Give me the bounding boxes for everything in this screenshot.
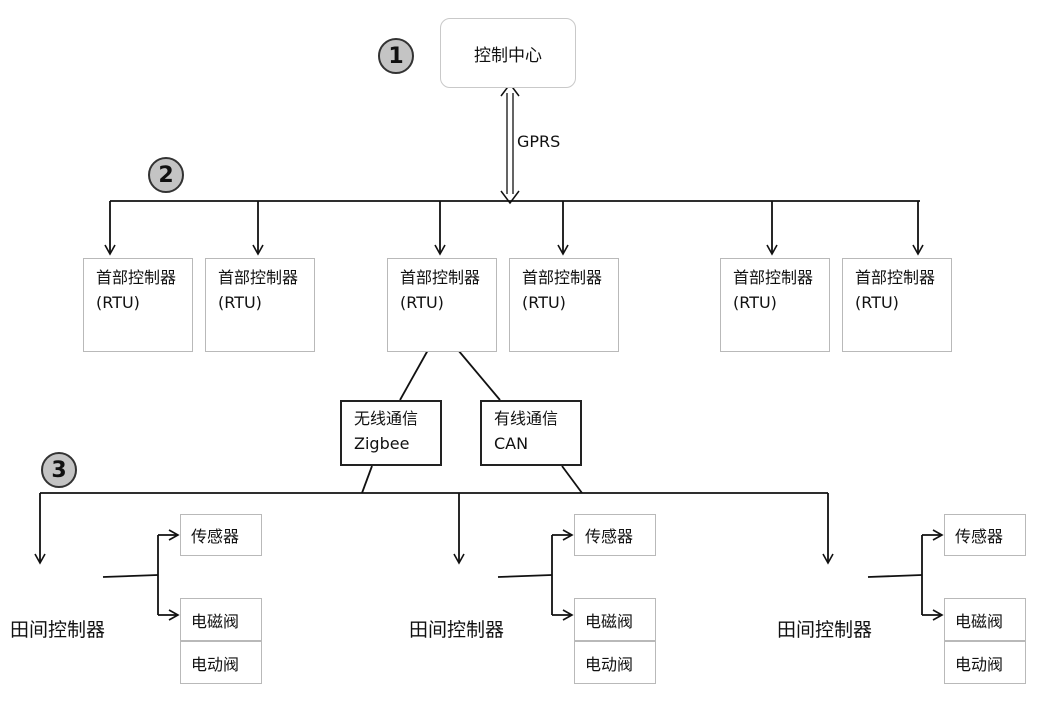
gprs-label: GPRS: [517, 132, 561, 151]
electric-valve-box: 电动阀: [944, 641, 1026, 684]
level-marker-1: 1: [378, 38, 414, 74]
rtu-title: 首部控制器: [855, 268, 936, 287]
rtu-subtitle: (RTU): [218, 293, 262, 312]
control-center-box: 控制中心: [440, 18, 576, 88]
wireless-comm-box: 无线通信 Zigbee: [340, 400, 442, 466]
rtu-box: 首部控制器 (RTU): [205, 258, 315, 352]
rtu-subtitle: (RTU): [96, 293, 140, 312]
wired-to-bus-line: [561, 465, 583, 494]
rtu-box: 首部控制器 (RTU): [387, 258, 497, 352]
field-controller-label: 田间控制器: [409, 619, 505, 641]
rtu-box: 首部控制器 (RTU): [842, 258, 952, 352]
sensor-label: 传感器: [191, 527, 240, 546]
solenoid-valve-label: 电磁阀: [191, 611, 240, 631]
rtu-subtitle: (RTU): [522, 293, 566, 312]
electric-valve-label: 电动阀: [585, 654, 634, 674]
field-controller-label: 田间控制器: [10, 619, 106, 641]
wireless-to-bus-line: [361, 465, 373, 494]
electric-valve-label: 电动阀: [955, 654, 1004, 674]
field-branch-2: [497, 529, 574, 621]
sensor-box: 传感器: [944, 514, 1026, 556]
sensor-label: 传感器: [585, 527, 634, 546]
rtu-title: 首部控制器: [96, 268, 177, 287]
solenoid-valve-box: 电磁阀: [944, 598, 1026, 641]
rtu-title: 首部控制器: [218, 268, 299, 287]
field-branch-3: [867, 529, 944, 621]
sensor-box: 传感器: [574, 514, 656, 556]
solenoid-valve-label: 电磁阀: [585, 611, 634, 631]
rtu-box: 首部控制器 (RTU): [83, 258, 193, 352]
rtu-box: 首部控制器 (RTU): [720, 258, 830, 352]
rtu-subtitle: (RTU): [400, 293, 444, 312]
control-center-label: 控制中心: [474, 45, 542, 66]
rtu-to-wired-line: [457, 349, 501, 401]
wireless-comm-title: 无线通信: [354, 409, 419, 428]
rtu-box: 首部控制器 (RTU): [509, 258, 619, 352]
sensor-label: 传感器: [955, 527, 1004, 546]
level-marker-3: 3: [41, 452, 77, 488]
solenoid-valve-label: 电磁阀: [955, 611, 1004, 631]
rtu-subtitle: (RTU): [855, 293, 899, 312]
electric-valve-box: 电动阀: [180, 641, 262, 684]
rtu-title: 首部控制器: [400, 268, 481, 287]
rtu-to-wireless-line: [399, 349, 429, 401]
electric-valve-box: 电动阀: [574, 641, 656, 684]
rtu-title: 首部控制器: [522, 268, 603, 287]
sensor-box: 传感器: [180, 514, 262, 556]
rtu-title: 首部控制器: [733, 268, 814, 287]
electric-valve-label: 电动阀: [191, 654, 240, 674]
solenoid-valve-box: 电磁阀: [574, 598, 656, 641]
field-branch-1: [102, 529, 180, 621]
field-controller-label: 田间控制器: [777, 619, 873, 641]
rtu-subtitle: (RTU): [733, 293, 777, 312]
level-marker-2: 2: [148, 157, 184, 193]
solenoid-valve-box: 电磁阀: [180, 598, 262, 641]
wired-comm-title: 有线通信: [494, 409, 559, 428]
wired-comm-box: 有线通信 CAN: [480, 400, 582, 466]
wireless-comm-protocol: Zigbee: [354, 434, 410, 453]
wired-comm-protocol: CAN: [494, 434, 529, 453]
